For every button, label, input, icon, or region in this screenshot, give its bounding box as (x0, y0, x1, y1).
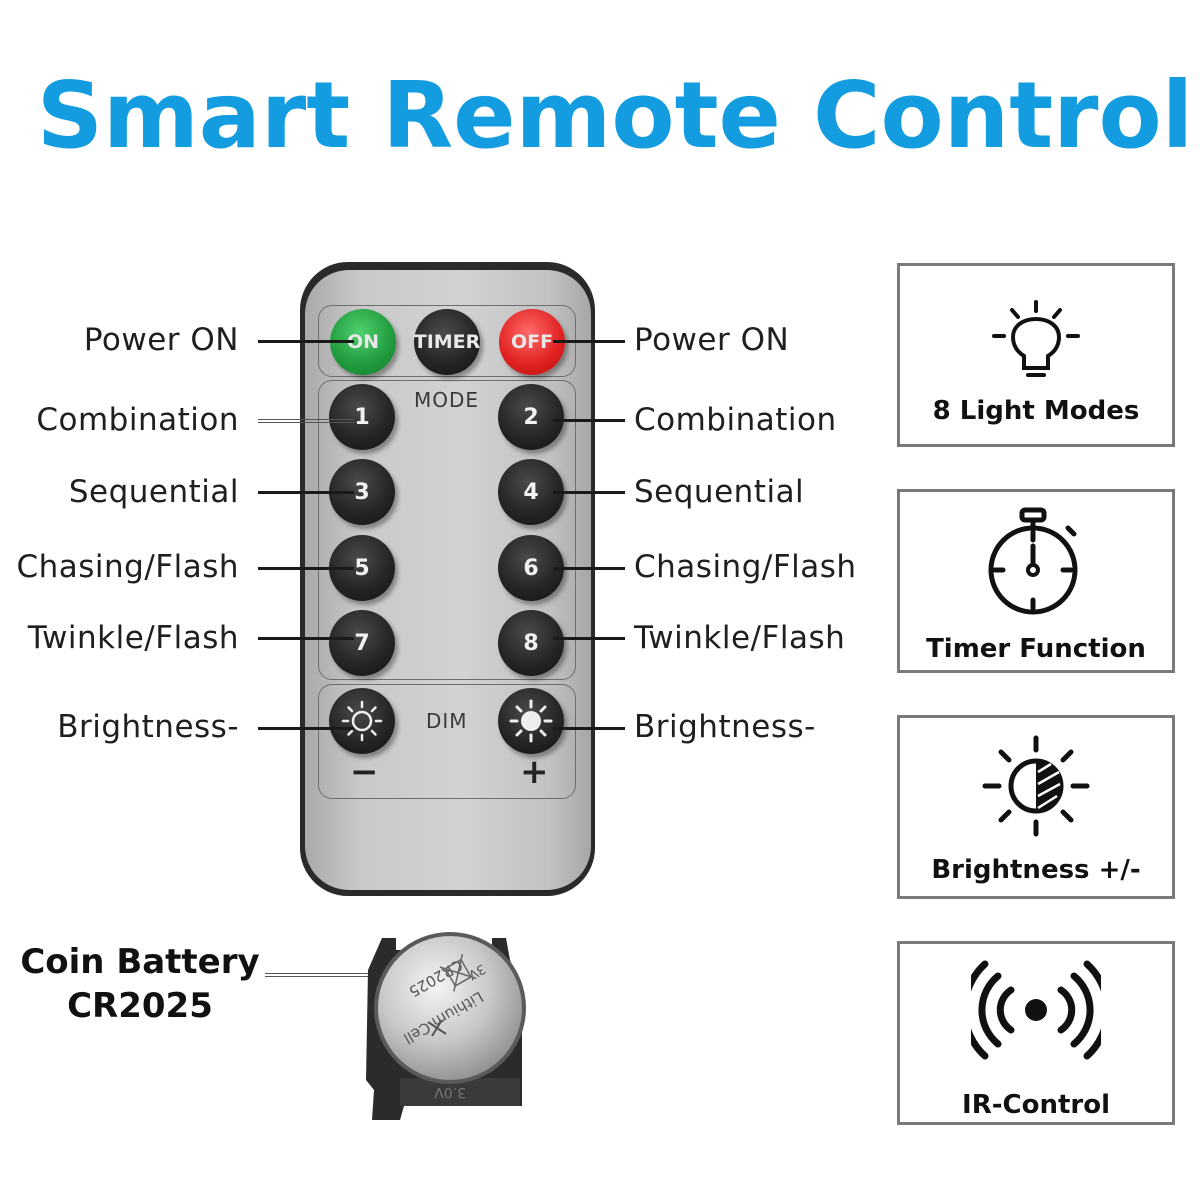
off-button[interactable]: OFF (499, 309, 565, 375)
label-brightness-right: Brightness- (634, 709, 816, 745)
page-title: Smart Remote Control (36, 62, 1194, 169)
sun-outline-icon (341, 700, 383, 742)
mode-panel (318, 380, 576, 680)
feature-box-brightness: Brightness +/- (897, 715, 1175, 899)
timer-button[interactable]: TIMER (414, 309, 480, 375)
label-power-on-left: Power ON (83, 322, 239, 358)
battery-label: Coin Battery CR2025 (20, 940, 260, 1028)
label-sequential-right: Sequential (634, 474, 805, 510)
mode-button-label: 3 (354, 479, 370, 505)
callout-line (553, 340, 625, 343)
dim-minus-button[interactable] (329, 688, 395, 754)
mode-button-label: 8 (523, 630, 539, 656)
timer-button-label: TIMER (413, 331, 481, 353)
dim-panel (318, 684, 576, 799)
off-button-label: OFF (510, 331, 554, 353)
coin-battery-image: 3.0V Lithium Cell CR2025 3V (366, 932, 526, 1120)
feature-label: IR-Control (962, 1090, 1110, 1120)
on-button-label: ON (346, 331, 380, 353)
sun-filled-icon (509, 699, 553, 743)
callout-line (265, 973, 375, 977)
battery-label-line2: CR2025 (67, 986, 213, 1026)
callout-line (258, 491, 354, 494)
label-chasing-right: Chasing/Flash (634, 549, 857, 585)
mode-button-label: 2 (523, 404, 539, 430)
callout-line (258, 637, 354, 640)
feature-label: 8 Light Modes (932, 396, 1140, 426)
ir-signal-icon (971, 960, 1101, 1060)
callout-line (553, 419, 625, 422)
mode-button-label: 1 (354, 404, 370, 430)
mode-button-8[interactable]: 8 (498, 610, 564, 676)
holder-voltage-text: 3.0V (434, 1084, 466, 1100)
mode-button-label: 4 (523, 479, 539, 505)
callout-line (553, 727, 625, 730)
label-brightness-left: Brightness- (57, 709, 239, 745)
dim-label: DIM (426, 709, 468, 733)
callout-line (258, 419, 354, 423)
label-twinkle-right: Twinkle/Flash (634, 620, 846, 656)
mode-label: MODE (414, 388, 480, 412)
stopwatch-icon (988, 507, 1078, 615)
mode-button-label: 7 (354, 630, 370, 656)
label-twinkle-left: Twinkle/Flash (27, 620, 239, 656)
feature-box-timer: Timer Function (897, 489, 1175, 673)
on-button[interactable]: ON (330, 309, 396, 375)
callout-line (553, 491, 625, 494)
callout-line (258, 340, 354, 343)
feature-box-light-modes: 8 Light Modes (897, 263, 1175, 447)
minus-sign: − (350, 752, 379, 792)
callout-line (258, 727, 354, 730)
callout-line (553, 567, 625, 570)
lightbulb-icon (992, 300, 1080, 377)
label-sequential-left: Sequential (68, 474, 239, 510)
feature-box-ir: IR-Control (897, 941, 1175, 1125)
mode-button-label: 6 (523, 555, 539, 581)
mode-button-label: 5 (354, 555, 370, 581)
feature-label: Brightness +/- (931, 855, 1141, 885)
battery-label-line1: Coin Battery (20, 942, 260, 982)
feature-label: Timer Function (926, 634, 1146, 664)
label-combination-left: Combination (36, 402, 239, 438)
plus-sign: + (520, 752, 549, 792)
label-power-on-right: Power ON (634, 322, 790, 358)
brightness-sun-icon (982, 735, 1090, 837)
callout-line (258, 567, 354, 570)
mode-button-7[interactable]: 7 (329, 610, 395, 676)
label-chasing-left: Chasing/Flash (16, 549, 239, 585)
mode-button-2[interactable]: 2 (498, 384, 564, 450)
dim-plus-button[interactable] (498, 688, 564, 754)
mode-button-1[interactable]: 1 (329, 384, 395, 450)
mode-button-3[interactable]: 3 (329, 459, 395, 525)
callout-line (553, 637, 625, 640)
label-combination-right: Combination (634, 402, 837, 438)
